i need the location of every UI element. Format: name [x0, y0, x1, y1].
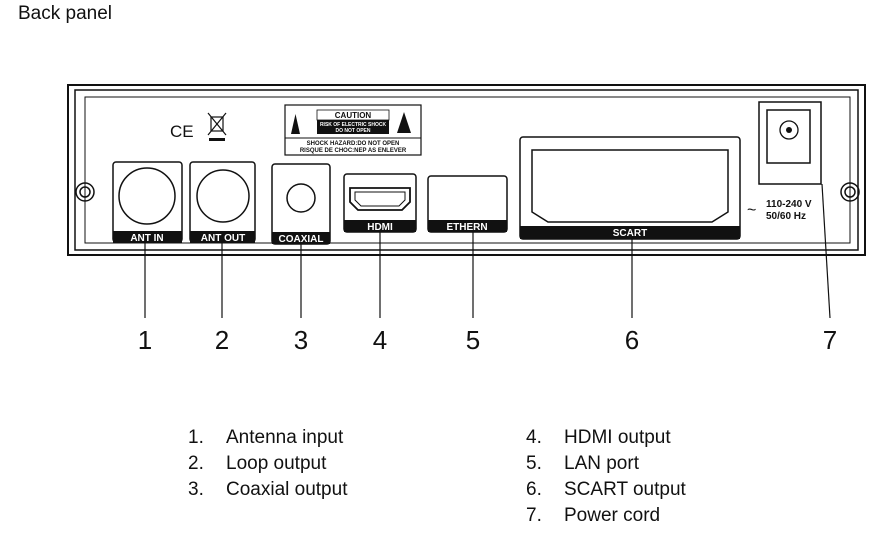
- callout-5: 5: [466, 325, 480, 355]
- hdmi-port: HDMI: [343, 173, 417, 233]
- callout-6: 6: [625, 325, 639, 355]
- svg-text:HDMI: HDMI: [367, 222, 393, 233]
- legend-item: 5.LAN port: [526, 453, 639, 474]
- svg-text:COAXIAL: COAXIAL: [279, 234, 324, 245]
- coaxial-port: COAXIAL: [271, 163, 331, 245]
- ac-symbol: ~: [747, 202, 756, 219]
- svg-text:SCART: SCART: [613, 228, 647, 239]
- svg-text:RISK OF ELECTRIC SHOCK: RISK OF ELECTRIC SHOCK: [320, 122, 387, 128]
- ant-out-port: ANT OUT: [189, 161, 256, 244]
- svg-text:ETHERN: ETHERN: [446, 222, 487, 233]
- screw-left-icon: [75, 182, 95, 202]
- panel-face: [84, 96, 851, 244]
- legend-item: 1.Antenna input: [188, 427, 344, 448]
- svg-text:CAUTION: CAUTION: [335, 111, 372, 120]
- ce-mark: CE: [170, 122, 194, 141]
- page-title: Back panel: [18, 3, 113, 24]
- legend-right: 4.HDMI output 5.LAN port 6.SCART output …: [526, 425, 686, 529]
- svg-text:SHOCK HAZARD:DO NOT OPEN: SHOCK HAZARD:DO NOT OPEN: [307, 141, 400, 147]
- weee-bin-icon: [207, 112, 227, 141]
- svg-text:ANT IN: ANT IN: [130, 233, 163, 244]
- exclamation-warning-icon: [397, 112, 411, 133]
- caution-label: CAUTION RISK OF ELECTRIC SHOCK DO NOT OP…: [284, 104, 422, 156]
- legend-item: 4.HDMI output: [526, 427, 671, 448]
- legend-item: 7.Power cord: [526, 505, 661, 526]
- screw-right-icon: [840, 182, 860, 202]
- callout-4: 4: [373, 325, 387, 355]
- casing-inner-outline: [74, 89, 859, 251]
- legend-left: 1.Antenna input 2.Loop output 3.Coaxial …: [188, 425, 347, 503]
- callout-7: 7: [823, 325, 837, 355]
- scart-port: SCART: [519, 136, 741, 240]
- frequency-rating: 50/60 Hz: [766, 211, 806, 222]
- shock-warning-icon: [291, 114, 300, 134]
- legend-item: 3.Coaxial output: [188, 479, 348, 500]
- callout-2: 2: [215, 325, 229, 355]
- svg-text:ANT OUT: ANT OUT: [201, 233, 245, 244]
- leader-lines: [144, 183, 831, 319]
- casing-outline: [67, 84, 866, 256]
- svg-text:RISQUE DE CHOC:NEP AS ENLEVER: RISQUE DE CHOC:NEP AS ENLEVER: [300, 148, 407, 154]
- power-socket: [758, 101, 822, 185]
- callout-1: 1: [138, 325, 152, 355]
- callout-3: 3: [294, 325, 308, 355]
- legend-item: 2.Loop output: [188, 453, 327, 474]
- legend-item: 6.SCART output: [526, 479, 686, 500]
- svg-text:DO NOT OPEN: DO NOT OPEN: [335, 128, 370, 134]
- ethernet-port: ETHERN: [427, 175, 508, 233]
- voltage-rating: 110-240 V: [766, 199, 812, 210]
- ant-in-port: ANT IN: [112, 161, 183, 244]
